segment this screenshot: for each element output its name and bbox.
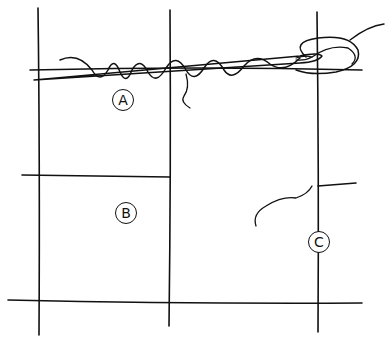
callout-circle: A (112, 89, 134, 111)
callout-letter: C (314, 235, 324, 249)
thread-tail (350, 24, 384, 40)
thread-end (183, 74, 190, 108)
thread (60, 58, 300, 79)
grid-line (318, 183, 356, 186)
callout-circle: C (308, 231, 330, 253)
grid-line (169, 10, 170, 326)
callout-letter: B (121, 206, 131, 220)
callout-letter: A (118, 93, 128, 107)
needle (34, 54, 322, 80)
grid-line (8, 300, 362, 303)
callout-circle: B (115, 202, 137, 224)
thread-loop (296, 37, 359, 73)
loose-thread (255, 186, 312, 226)
grid-line (22, 175, 170, 177)
grid-line (38, 8, 39, 335)
thread-loop (312, 47, 355, 64)
